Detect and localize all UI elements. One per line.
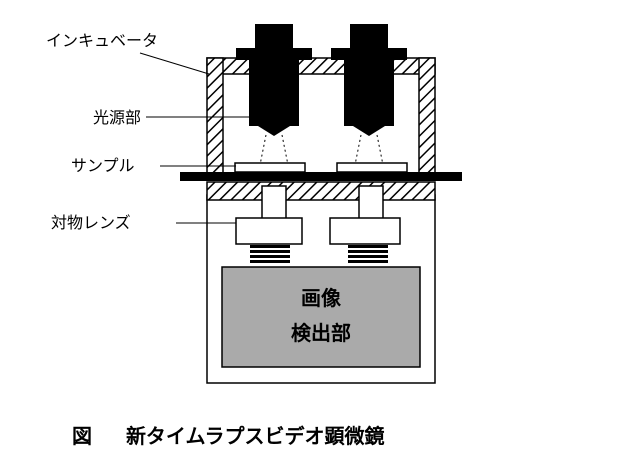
- label-objective-lens: 対物レンズ: [51, 213, 131, 232]
- sample-stage: [180, 172, 462, 181]
- sample-dish-right: [336, 162, 408, 173]
- objective-lens-left: [235, 185, 303, 263]
- detector-label-line1: 画像: [301, 286, 342, 310]
- caption-title: 新タイムラプスビデオ顕微鏡: [125, 424, 385, 448]
- objective-lens-right: [329, 185, 401, 263]
- light-source-left: [236, 24, 312, 166]
- sample-dish-left: [234, 162, 306, 173]
- caption-prefix: 図: [72, 424, 92, 448]
- label-light-source: 光源部: [93, 108, 141, 127]
- detector-label-line2: 検出部: [291, 321, 351, 345]
- leader-incubator: [139, 52, 210, 75]
- image-detector: [221, 266, 421, 368]
- label-incubator: インキュベータ: [46, 31, 158, 50]
- light-source-right: [331, 24, 407, 166]
- figure-caption: 図 新タイムラプスビデオ顕微鏡: [72, 420, 592, 449]
- label-sample: サンプル: [71, 156, 135, 175]
